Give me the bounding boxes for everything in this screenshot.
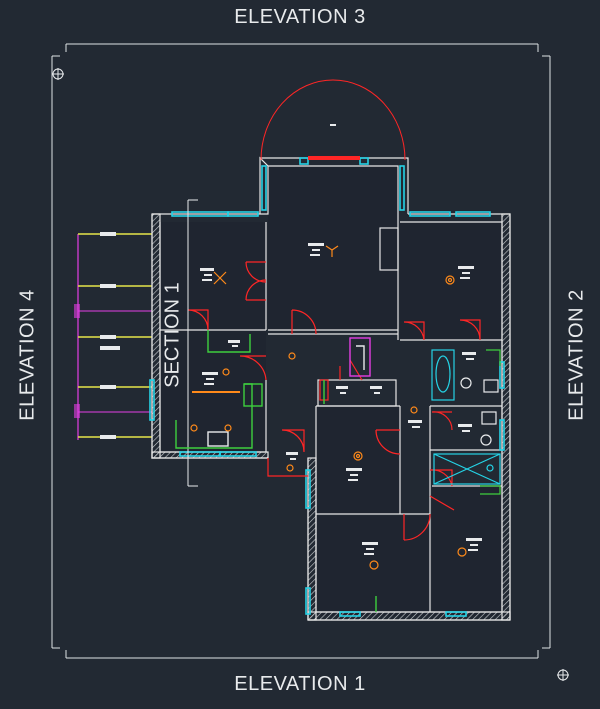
walls <box>151 156 511 621</box>
room-tags <box>100 232 482 555</box>
section-1-label: SECTION 1 <box>161 282 184 388</box>
floor-areas <box>160 166 502 616</box>
entrance-bay <box>260 79 406 161</box>
doors <box>187 261 481 541</box>
section-line <box>187 199 198 487</box>
elevation-2-label: ELEVATION 2 <box>565 289 588 421</box>
kitchen-fixtures <box>175 330 263 449</box>
dimension-frame <box>51 43 551 659</box>
bathroom-fixtures <box>431 349 501 495</box>
elevation-3-label: ELEVATION 3 <box>234 6 366 28</box>
electrical-points <box>190 245 467 570</box>
elevation-1-label: ELEVATION 1 <box>234 673 366 695</box>
built-in-units <box>323 337 377 612</box>
crosshair-marker-bottom-right <box>557 669 569 681</box>
crosshair-marker-top-left <box>52 68 64 80</box>
elevation-4-label: ELEVATION 4 <box>16 289 39 421</box>
windows <box>149 157 505 617</box>
